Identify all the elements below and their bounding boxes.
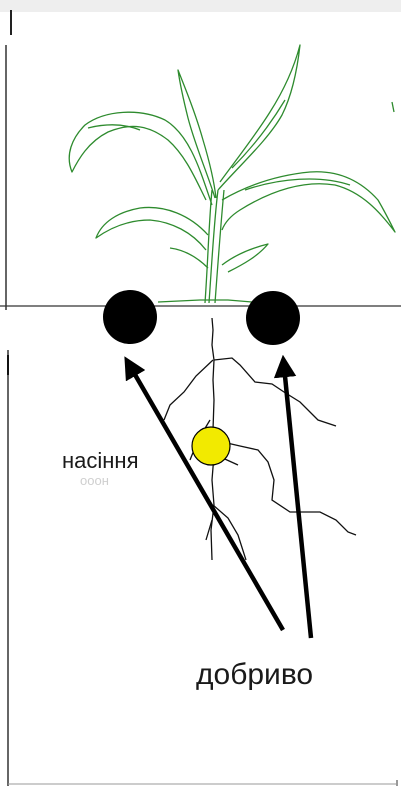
seed-label-shadow: ооон [80,473,109,488]
top-tick [10,10,12,35]
arrow-icon-left [130,366,283,630]
arrow-icon-right [284,366,311,638]
seed-label: насіння [62,448,138,473]
top-band [0,0,401,12]
left-border-mark [7,355,9,375]
seed-icon-right [246,291,300,345]
corn-plant-icon [69,45,395,303]
fertilizer-label: добриво [196,658,313,691]
fertilizer-icon [192,427,230,465]
seed-icon-left [103,290,157,344]
